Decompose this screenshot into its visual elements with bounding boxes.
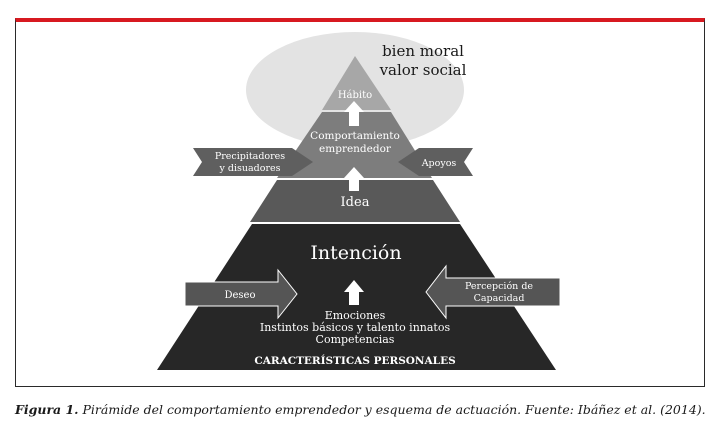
deseo-label: Deseo xyxy=(224,290,255,301)
precipitadores-arrow xyxy=(193,148,313,176)
idea-label: Idea xyxy=(341,195,370,210)
caracteristicas-personales-label: CARACTERÍSTICAS PERSONALES xyxy=(254,353,455,367)
apoyos-label: Apoyos xyxy=(421,158,457,169)
precipitadores-label-line1: Precipitadores xyxy=(215,151,285,162)
emociones-label: Emociones xyxy=(325,309,386,322)
comportamiento-label-line2: emprendedor xyxy=(319,143,392,155)
tier-habito xyxy=(322,56,391,110)
bien-moral-label: bien moral xyxy=(382,42,464,60)
comportamiento-label-line1: Comportamiento xyxy=(310,130,400,142)
caption-label: Figura 1. xyxy=(15,402,79,417)
percepcion-arrow xyxy=(425,264,561,320)
percepcion-label-line2: Capacidad xyxy=(474,293,525,304)
apoyos-arrow xyxy=(398,148,473,176)
figure-caption: Figura 1. Pirámide del comportamiento em… xyxy=(15,402,715,417)
tier-idea xyxy=(250,180,460,222)
percepcion-label-line1: Percepción de xyxy=(465,281,533,292)
intencion-label: Intención xyxy=(310,242,401,264)
habito-label: Hábito xyxy=(338,90,372,101)
caption-text: Pirámide del comportamiento emprendedor … xyxy=(78,402,706,417)
up-arrow-icon xyxy=(344,101,364,126)
tier-comportamiento xyxy=(277,112,432,178)
up-arrow-icon xyxy=(344,280,364,305)
instintos-label: Instintos básicos y talento innatos xyxy=(260,321,451,334)
competencias-label: Competencias xyxy=(316,333,395,346)
valor-social-label: valor social xyxy=(379,61,467,79)
precipitadores-label-line2: y disuadores xyxy=(218,163,280,174)
up-arrow-icon xyxy=(344,167,364,191)
deseo-arrow xyxy=(184,268,298,320)
